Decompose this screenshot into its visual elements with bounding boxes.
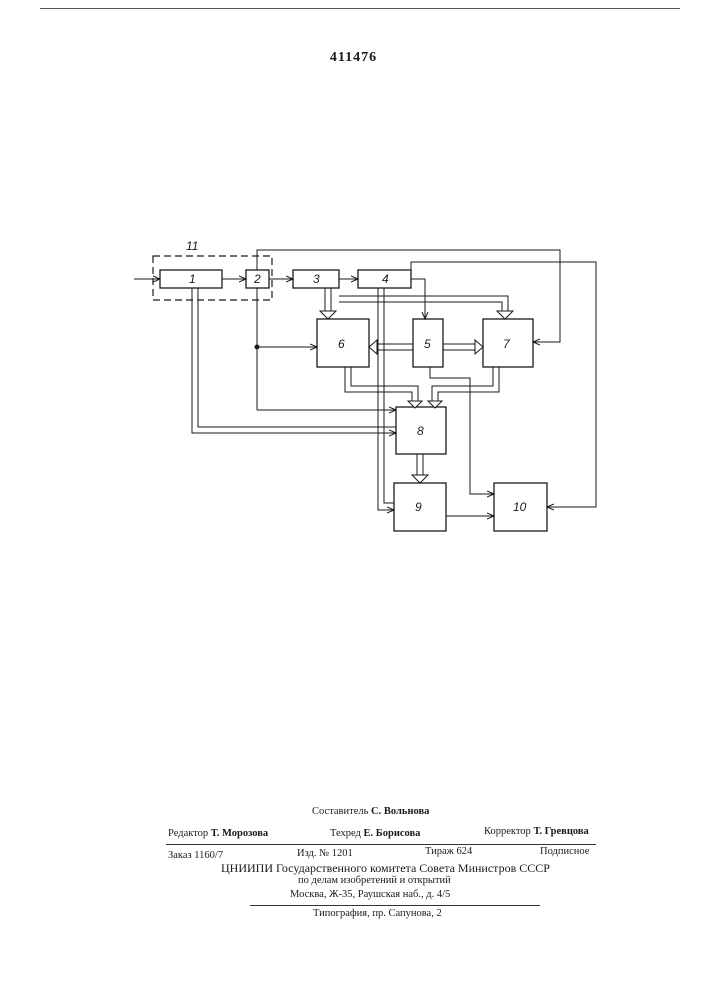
print-run: Тираж 624: [425, 846, 472, 857]
edition-number: Изд. № 1201: [297, 848, 353, 859]
org-line-2: по делам изобретений и открытий: [298, 875, 451, 886]
corrector-line: Корректор Т. Гревцова: [484, 826, 589, 837]
corrector-role: Корректор: [484, 826, 531, 837]
subscription: Подписное: [540, 846, 589, 857]
editor-name: Т. Морозова: [211, 828, 268, 839]
techred-line: Техред Е. Борисова: [330, 828, 420, 839]
compiler-role: Составитель: [312, 806, 368, 817]
compiler-name: С. Вольнова: [371, 806, 429, 817]
order-number: Заказ 1160/7: [168, 850, 223, 861]
editor-line: Редактор Т. Морозова: [168, 828, 268, 839]
corrector-name: Т. Гревцова: [533, 826, 588, 837]
compiler-line: Составитель С. Вольнова: [312, 806, 429, 817]
org-line-3: Москва, Ж-35, Раушская наб., д. 4/5: [290, 889, 450, 900]
printer-line: Типография, пр. Сапунова, 2: [313, 908, 442, 919]
imprint-rule-2: [250, 905, 540, 906]
techred-name: Е. Борисова: [364, 828, 421, 839]
techred-role: Техред: [330, 828, 361, 839]
org-line-1: ЦНИИПИ Государственного комитета Совета …: [221, 861, 550, 876]
editor-role: Редактор: [168, 828, 208, 839]
imprint-rule-1: [166, 844, 596, 845]
